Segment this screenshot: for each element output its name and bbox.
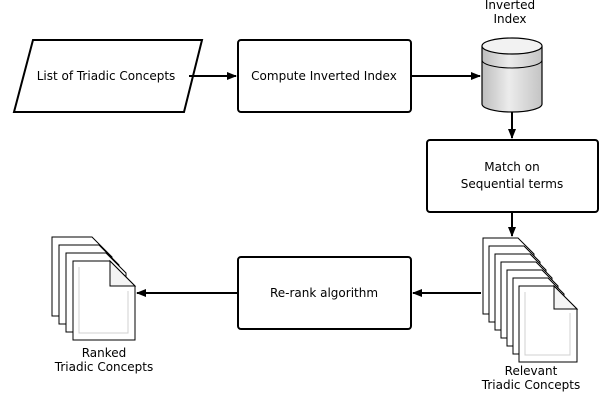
relevant-label-line1: Relevant [505,364,558,378]
index-label-line1: Inverted [485,0,535,12]
compute-node: Compute Inverted Index [237,39,412,113]
process-box [426,139,599,213]
input-label: List of Triadic Concepts [37,69,176,83]
rerank-label: Re-rank algorithm [270,286,378,300]
rerank-node: Re-rank algorithm [237,256,412,330]
match-label-line2: Sequential terms [461,177,564,191]
cylinder-band [481,59,543,69]
ranked-label-line2: Triadic Concepts [54,360,153,374]
relevant-documents-icon [482,237,579,363]
index-label-line2: Index [493,12,526,26]
match-label-line1: Match on [484,160,539,174]
ranked-documents-icon [51,236,137,341]
compute-label: Compute Inverted Index [251,69,397,83]
ranked-label-line1: Ranked [82,346,127,360]
match-node: Match on Sequential terms [426,139,599,213]
database-cylinder-icon [481,46,543,113]
index-node: Inverted Index [481,0,543,113]
cylinder-top [481,37,543,55]
input-node: List of Triadic Concepts [12,39,204,113]
relevant-label-line2: Triadic Concepts [481,378,580,392]
parallelogram-shape [12,39,204,113]
